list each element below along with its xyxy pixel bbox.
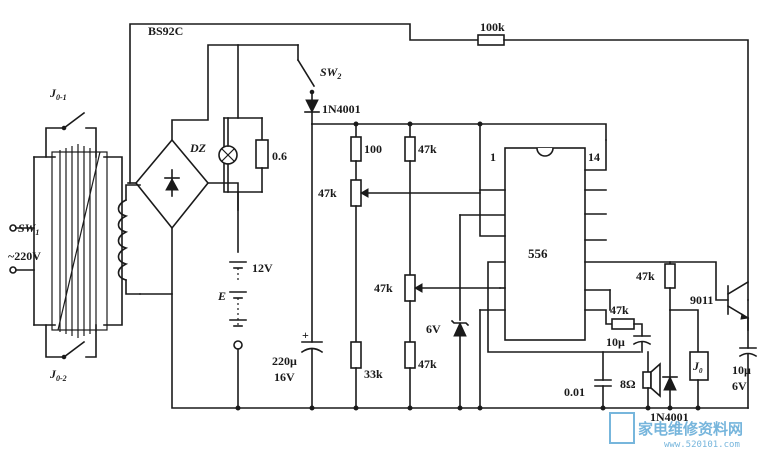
switch-sw2: SW2 <box>296 44 341 101</box>
lamp-label: DZ <box>189 141 207 155</box>
divider-right: 47k 47k 47k <box>374 123 501 409</box>
lamp-branch: DZ 0.6 <box>189 117 287 193</box>
transistor-label: 9011 <box>690 293 713 307</box>
relay-contact-bottom-label: J0-2 <box>49 367 67 383</box>
ic-label: 556 <box>528 246 548 261</box>
watermark-url: www.520101.com <box>664 440 740 450</box>
watermark-text: 家电维修资料网 <box>638 420 743 438</box>
diode-relay-label: 1N4001 <box>650 410 689 424</box>
speaker-label: 8Ω <box>620 377 636 391</box>
watermark-logo-icon <box>609 412 635 444</box>
cap-001: 0.01 <box>564 351 612 409</box>
resistor-47k-bottom-label: 47k <box>418 357 437 371</box>
battery-voltage-label: 12V <box>252 261 273 275</box>
relay-coil: J0 <box>669 309 709 409</box>
battery-label: E <box>217 289 226 303</box>
battery: 12V E <box>217 191 273 409</box>
watermark: 家电维修资料网 www.520101.com <box>609 412 743 450</box>
timing-network: 47k 10μ <box>606 289 652 353</box>
pot-47k-b-label: 47k <box>374 281 393 295</box>
diode-1n4001-main: 1N4001 <box>304 99 361 125</box>
resistor-47k-base-label: 47k <box>636 269 655 283</box>
bridge-label: BS92C <box>148 24 183 38</box>
transformer-secondary-coil <box>117 184 141 295</box>
cap-220u-voltage: 16V <box>274 370 295 384</box>
zener-diode-6v: 6V <box>426 214 506 409</box>
mains-terminals <box>9 224 35 274</box>
relay-contact-bottom <box>45 324 97 360</box>
resistor-100k-label: 100k <box>480 20 505 34</box>
zener-label: 6V <box>426 322 441 336</box>
cap-out-voltage-label: 6V <box>732 379 747 393</box>
cap-001-label: 0.01 <box>564 385 585 399</box>
diode-1n4001-relay: 1N4001 <box>650 309 689 424</box>
capacitor-220u: + 220μ 16V <box>272 123 324 409</box>
ic-pin14-label: 14 <box>588 150 600 164</box>
base-resistor-47k: 47k <box>636 261 676 311</box>
cap-10u-timing-label: 10μ <box>606 335 625 349</box>
mains-input-section: J0-1 J0-2 SW1 ~220V <box>8 86 123 383</box>
ic-556: 556 1 14 <box>490 147 600 341</box>
pot-47k-a-label: 47k <box>318 186 337 200</box>
resistor-47k-top-label: 47k <box>418 142 437 156</box>
cap-10u-out-label: 10μ <box>732 363 751 377</box>
resistor-100-label: 100 <box>364 142 382 156</box>
bridge-rectifier <box>127 138 210 295</box>
switch-sw2-label: SW2 <box>320 65 341 81</box>
speaker-8ohm: 8Ω <box>620 351 661 409</box>
mains-switch-label: SW1 <box>18 221 39 237</box>
relay-contact-top <box>45 111 97 158</box>
diode-main-label: 1N4001 <box>322 102 361 116</box>
cap-plus-sign: + <box>302 328 309 342</box>
divider-left: 100 47k 33k <box>318 123 481 409</box>
resistor-06-label: 0.6 <box>272 149 287 163</box>
relay-coil-label: J0 <box>692 359 703 375</box>
resistor-33k-label: 33k <box>364 367 383 381</box>
ic-pin1-label: 1 <box>490 150 496 164</box>
cap-10u-output: 10μ 6V <box>732 299 758 409</box>
lamp-icon <box>218 145 238 165</box>
resistor-47k-timing-label: 47k <box>610 303 629 317</box>
transformer-core <box>51 144 108 338</box>
resistor-100k-top <box>477 34 505 46</box>
relay-contact-top-label: J0-1 <box>49 86 67 102</box>
cap-220u-value: 220μ <box>272 354 297 368</box>
mains-voltage-label: ~220V <box>8 249 41 263</box>
